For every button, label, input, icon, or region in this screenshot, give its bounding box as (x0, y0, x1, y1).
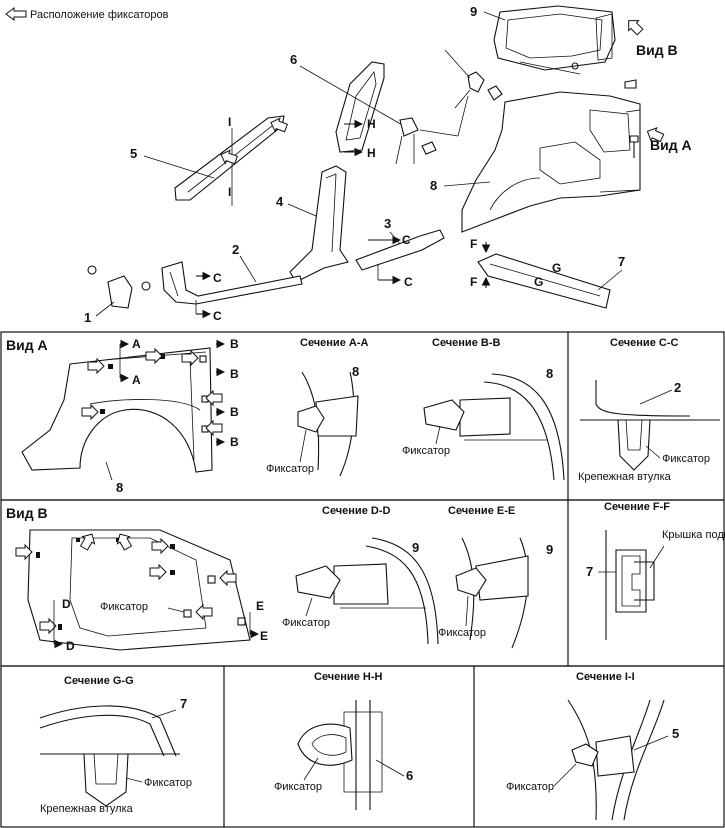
header: Расположение фиксаторов (5, 7, 169, 21)
section-gg-title: Сечение G-G (64, 675, 134, 687)
section-hh-label: Фиксатор (274, 781, 322, 793)
section-bb-label: Фиксатор (402, 445, 450, 457)
view-b-title: Вид B (6, 505, 48, 521)
part-2-front-sill-trim (161, 261, 303, 305)
section-aa-part: 8 (352, 364, 359, 379)
section-ee-label: Фиксатор (438, 627, 486, 639)
svg-text:B: B (230, 367, 239, 381)
svg-text:A: A (132, 373, 141, 387)
svg-text:B: B (230, 337, 239, 351)
clip-icon (487, 85, 503, 101)
section-ii-panel: Сечение I-I 5 Фиксатор (506, 671, 679, 821)
svg-text:H: H (367, 146, 376, 160)
svg-text:C: C (213, 271, 222, 285)
part-number-9: 9 (470, 4, 477, 19)
header-title: Расположение фиксаторов (30, 9, 169, 21)
svg-text:B: B (230, 435, 239, 449)
svg-text:D: D (62, 597, 71, 611)
section-hh-part: 6 (406, 768, 413, 783)
screw-icon (624, 79, 637, 89)
section-gg-part: 7 (180, 696, 187, 711)
svg-text:I: I (228, 115, 231, 129)
section-hh-title: Сечение H-H (314, 671, 382, 683)
section-gg-label: Фиксатор (144, 777, 192, 789)
part-number-5: 5 (130, 146, 137, 161)
part-7-step-cover (477, 253, 611, 309)
section-cc-panel: Сечение C-C 2 Фиксатор Крепежная втулка (578, 337, 720, 483)
section-ee-panel: Сечение E-E 9 Фиксатор (438, 505, 553, 649)
section-ff-panel: Сечение F-F 7 Крышка подножки (586, 501, 725, 640)
svg-text:E: E (256, 599, 264, 613)
part-number-7: 7 (618, 254, 625, 269)
section-dd-title: Сечение D-D (322, 505, 390, 517)
clip-icon (399, 117, 419, 137)
part-9-upper-trim (493, 5, 616, 75)
svg-text:A: A (132, 337, 141, 351)
svg-text:F: F (470, 237, 477, 251)
section-aa-panel: Сечение A-A 8 Фиксатор (266, 337, 368, 477)
section-ii-label: Фиксатор (506, 781, 554, 793)
svg-text:G: G (552, 261, 561, 275)
section-hh-panel: Сечение H-H 6 Фиксатор (274, 671, 413, 810)
svg-text:B: B (230, 405, 239, 419)
section-bb-part: 8 (546, 366, 553, 381)
view-b-panel: Вид B Фиксатор D D E E (6, 505, 268, 653)
section-ff-part: 7 (586, 564, 593, 579)
section-cc-sleeve: Крепежная втулка (578, 471, 672, 483)
view-a-part-number: 8 (116, 480, 123, 495)
clip-icon (467, 71, 485, 93)
section-ff-title: Сечение F-F (604, 501, 670, 513)
section-dd-panel: Сечение D-D 9 Фиксатор (282, 505, 439, 645)
svg-text:I: I (228, 185, 231, 199)
section-ii-title: Сечение I-I (576, 671, 635, 683)
svg-text:H: H (367, 117, 376, 131)
view-b-label: Фиксатор (100, 601, 148, 613)
section-gg-sleeve: Крепежная втулка (40, 803, 134, 815)
svg-text:C: C (213, 309, 222, 323)
section-cc-part: 2 (674, 380, 681, 395)
left-arrow-icon (5, 7, 27, 21)
section-ii-part: 5 (672, 726, 679, 741)
part-number-6: 6 (290, 52, 297, 67)
part-number-1: 1 (84, 310, 91, 325)
part-1-cover (87, 265, 151, 309)
section-cc-title: Сечение C-C (610, 337, 678, 349)
part-number-8: 8 (430, 178, 437, 193)
svg-text:G: G (534, 275, 543, 289)
svg-text:D: D (66, 639, 75, 653)
part-6-pillar-trim (335, 61, 385, 153)
section-bb-panel: Сечение B-B 8 Фиксатор (402, 337, 565, 481)
section-bb-title: Сечение B-B (432, 337, 500, 349)
view-a-title: Вид A (6, 337, 48, 353)
view-b-arrow-icon (623, 15, 646, 38)
overview-diagram: 9 Вид B 8 Вид A (84, 4, 692, 325)
svg-text:F: F (470, 275, 477, 289)
section-cc-label: Фиксатор (662, 453, 710, 465)
view-a-panel: Вид A A A B B B B 8 (6, 337, 239, 495)
part-4-pillar-lower-trim (289, 165, 349, 283)
section-ee-part: 9 (546, 542, 553, 557)
row3-frame (0, 665, 725, 828)
section-aa-title: Сечение A-A (300, 337, 368, 349)
section-dd-label: Фиксатор (282, 617, 330, 629)
part-3-sill-trim (355, 229, 445, 271)
section-ee-title: Сечение E-E (448, 505, 515, 517)
overview-view-b-label: Вид B (636, 42, 678, 58)
svg-text:E: E (260, 629, 268, 643)
section-dd-part: 9 (412, 540, 419, 555)
section-aa-label: Фиксатор (266, 463, 314, 475)
part-8-quarter-trim (461, 91, 641, 233)
svg-text:C: C (404, 275, 413, 289)
clip-icon (421, 141, 437, 155)
part-number-3: 3 (384, 216, 391, 231)
section-i-marker: I I (228, 115, 233, 206)
part-number-2: 2 (232, 242, 239, 257)
section-gg-panel: Сечение G-G 7 Фиксатор Крепежная втулка (39, 675, 192, 815)
overview-view-a-label: Вид A (650, 137, 692, 153)
svg-text:C: C (402, 233, 411, 247)
section-h-arrow: H H (344, 117, 376, 160)
section-ff-cover: Крышка подножки (662, 529, 725, 541)
part-number-4: 4 (276, 194, 284, 209)
